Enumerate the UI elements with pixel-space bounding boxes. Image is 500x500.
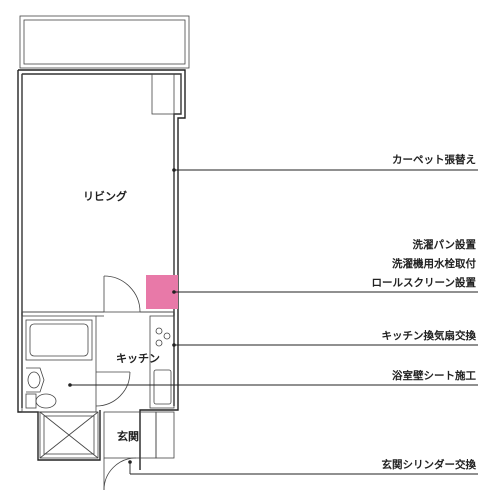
living-door bbox=[103, 275, 141, 313]
bathroom bbox=[21, 315, 104, 413]
entrance bbox=[103, 411, 175, 491]
note-fan: キッチン換気扇交換 bbox=[382, 329, 477, 342]
kitchen-label: キッチン bbox=[116, 352, 160, 365]
note-bath: 浴室壁シート施工 bbox=[392, 369, 476, 382]
leader-washer bbox=[172, 290, 478, 294]
living-room bbox=[21, 73, 182, 313]
note-washer-pan: 洗濯パン設置 bbox=[412, 238, 476, 251]
note-roll-screen: ロールスクリーン設置 bbox=[372, 276, 477, 289]
storage-box bbox=[39, 411, 99, 459]
leader-fan bbox=[172, 343, 478, 347]
bathroom-door bbox=[95, 371, 131, 407]
note-lock: 玄関シリンダー交換 bbox=[382, 458, 477, 471]
leader-carpet bbox=[172, 168, 478, 172]
note-washer-faucet: 洗濯機用水栓取付 bbox=[392, 257, 476, 270]
leader-lock bbox=[128, 460, 478, 475]
entrance-label: 玄関 bbox=[117, 429, 139, 443]
balcony bbox=[19, 15, 190, 69]
outer-walls bbox=[17, 69, 186, 470]
note-carpet: カーペット張替え bbox=[392, 153, 476, 166]
leader-bath bbox=[68, 383, 478, 387]
kitchen bbox=[149, 315, 175, 409]
living-label: リビング bbox=[83, 189, 127, 203]
